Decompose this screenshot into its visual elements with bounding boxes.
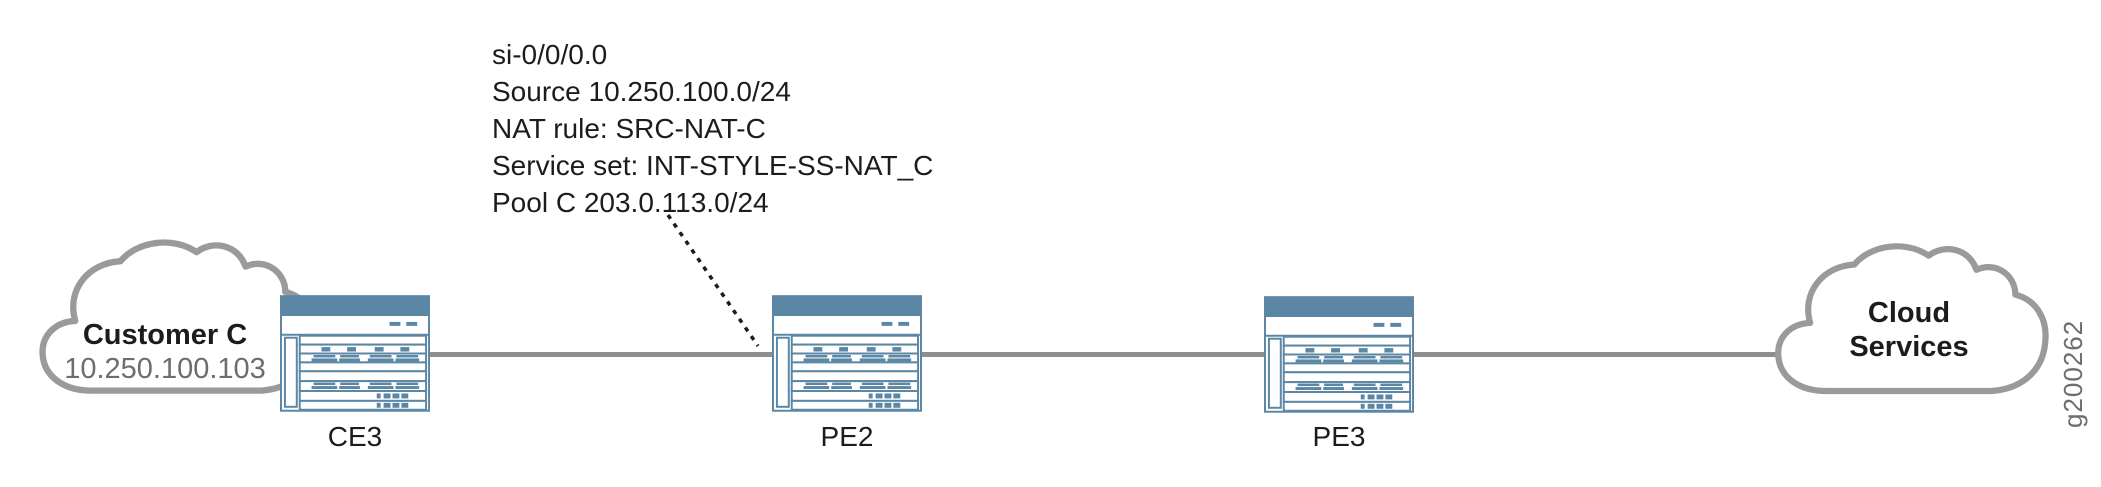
customer-cloud-ip: 10.250.100.103	[64, 353, 266, 385]
cloud-services-line1: Cloud	[1867, 297, 1951, 329]
label-ce3: CE3	[327, 421, 383, 452]
customer-cloud-text: Customer C 10.250.100.103	[10, 318, 320, 386]
nat-annotation-block: si-0/0/0.0 Source 10.250.100.0/24 NAT ru…	[492, 36, 933, 221]
cloud-services-text: Cloud Services	[1758, 296, 2060, 364]
annotation-line-interface: si-0/0/0.0	[492, 39, 608, 70]
annotation-line-service-set: Service set: INT-STYLE-SS-NAT_C	[492, 150, 934, 181]
customer-cloud-title: Customer C	[82, 319, 248, 351]
annotation-line-pool: Pool C 203.0.113.0/24	[492, 187, 769, 218]
annotation-line-nat-rule: NAT rule: SRC-NAT-C	[492, 113, 766, 144]
connection-line	[300, 352, 1810, 357]
annotation-line-source: Source 10.250.100.0/24	[492, 76, 791, 107]
label-pe3: PE3	[1312, 421, 1366, 452]
annotation-pointer-dotted-line	[666, 214, 760, 347]
router-icon-pe3	[1264, 296, 1414, 413]
cloud-services-line2: Services	[1849, 331, 1969, 363]
label-pe2: PE2	[820, 421, 874, 452]
figure-id: g200262	[2058, 319, 2088, 428]
router-icon-pe2	[772, 295, 922, 412]
